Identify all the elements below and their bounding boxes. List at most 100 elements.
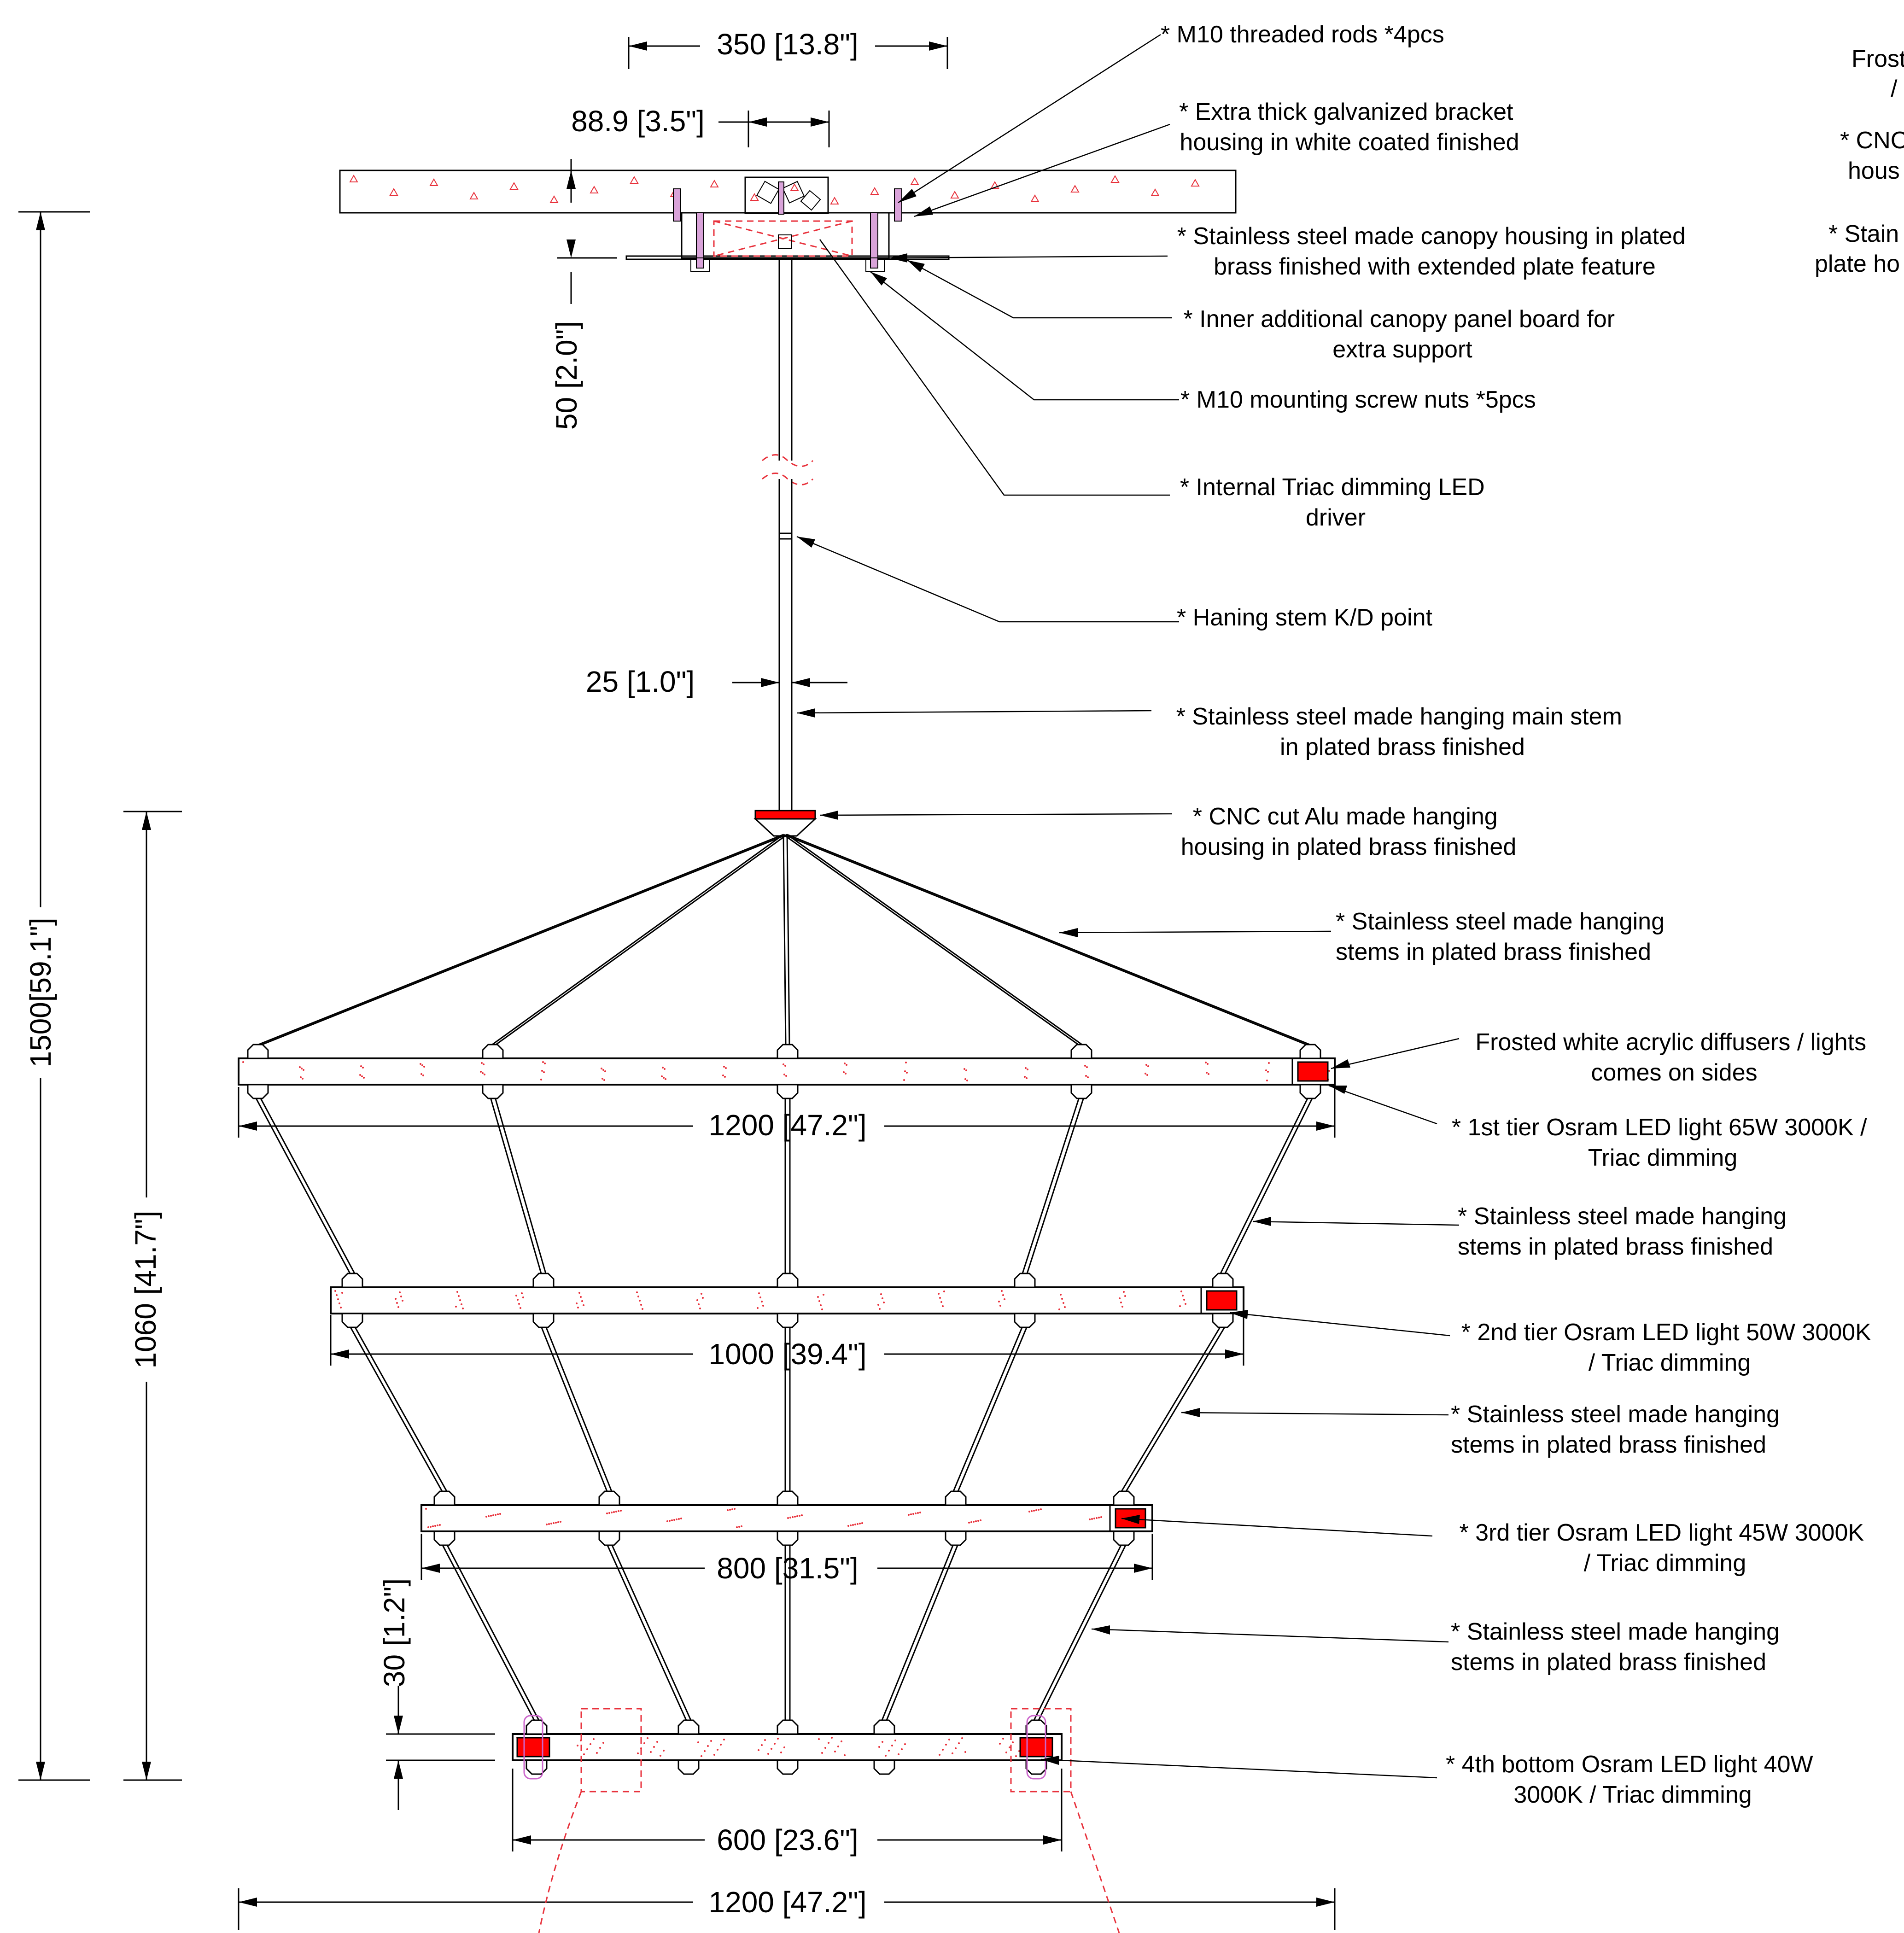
svg-text:Frost: Frost — [1851, 46, 1904, 72]
hanging-stem — [783, 834, 787, 1046]
hanging-stem — [952, 1326, 1023, 1492]
tier-node — [482, 1044, 504, 1059]
tier-node — [1014, 1273, 1036, 1288]
tier-node — [677, 1719, 700, 1735]
dim-stem-diameter: 25 [1.0"] — [586, 665, 695, 698]
note-hanging-stems-2: * Stainless steel made hanging stems in … — [1451, 1401, 1786, 1458]
callout-notes: * M10 threaded rods *4pcs * Extra thick … — [1161, 21, 1878, 1808]
svg-text:* CNC: * CNC — [1840, 127, 1904, 154]
detail-markers — [538, 1708, 1120, 1933]
dim-tier2-width: 1000 [39.4"] — [709, 1337, 867, 1371]
tier-node — [1070, 1044, 1092, 1059]
fixture-structure — [238, 834, 1336, 1793]
tier-diffuser-ring — [238, 1057, 1336, 1086]
hanging-stem — [881, 1544, 954, 1721]
tier-node — [247, 1044, 269, 1059]
slab-speck — [870, 187, 879, 195]
tier-node — [1113, 1490, 1135, 1506]
note-main-stem: * Stainless steel made hanging main stem… — [1176, 703, 1629, 760]
tier-node — [433, 1490, 456, 1506]
note-canopy-housing: * Stainless steel made canopy housing in… — [1177, 223, 1693, 280]
hanging-stem — [1121, 1326, 1221, 1492]
tier-node — [777, 1044, 799, 1059]
hanging-stem — [441, 1544, 535, 1721]
hanging-stem — [255, 1097, 351, 1274]
detail-marker — [1010, 1708, 1072, 1793]
hanging-stem — [491, 834, 784, 1046]
slab-speck — [429, 178, 438, 186]
tier-node — [1212, 1273, 1234, 1288]
svg-text:/: / — [1891, 76, 1898, 102]
dim-bracket-width: 88.9 [3.5"] — [571, 105, 705, 138]
dim-canopy-width: 350 [13.8"] — [717, 28, 858, 61]
hanging-stem — [606, 1544, 687, 1721]
note-hanging-stems-3: * Stainless steel made hanging stems in … — [1451, 1618, 1786, 1676]
canopy-housing — [681, 212, 890, 259]
note-cnc-housing: * CNC cut Alu made hanging housing in pl… — [1181, 803, 1516, 860]
note-hanging-stems-1: * Stainless steel made hanging stems in … — [1458, 1203, 1793, 1260]
tier-node — [1025, 1719, 1047, 1735]
slab-speck — [389, 187, 398, 196]
dim-fixture-height: 1060 [41.7"] — [129, 1211, 162, 1369]
slab-speck — [710, 179, 719, 187]
note-hanging-stems-top: * Stainless steel made hanging stems in … — [1336, 908, 1671, 965]
led-module — [516, 1737, 550, 1758]
note-tier3-led: * 3rd tier Osram LED light 45W 3000K / T… — [1459, 1519, 1870, 1577]
slab-speck — [1110, 175, 1120, 183]
led-module — [1297, 1061, 1329, 1082]
tier-node — [945, 1490, 967, 1506]
led-driver-box — [713, 220, 853, 257]
clipped-right-notes: Frost / * CNC hous * Stain plate ho — [1815, 46, 1904, 277]
callout-leaders — [796, 34, 1460, 1779]
led-module — [1019, 1737, 1053, 1758]
tier-diffuser-ring — [330, 1286, 1244, 1314]
dimension-lines — [18, 37, 1336, 1930]
dim-tier3-width: 800 [31.5"] — [717, 1552, 858, 1585]
slab-speck — [750, 193, 759, 201]
slab-speck — [509, 181, 519, 190]
hanging-stem — [1220, 1097, 1309, 1274]
hanging-stem — [1022, 1097, 1080, 1274]
slab-speck — [1030, 194, 1040, 202]
svg-text:plate ho: plate ho — [1815, 251, 1900, 277]
slab-speck — [630, 175, 639, 184]
slab-speck — [790, 183, 799, 191]
note-kd-point: * Haning stem K/D point — [1177, 604, 1432, 631]
slab-speck — [1191, 178, 1200, 187]
slab-speck — [910, 177, 919, 185]
cnc-hub — [753, 810, 817, 837]
note-mounting-nuts: * M10 mounting screw nuts *5pcs — [1180, 386, 1536, 413]
tier-node — [777, 1719, 799, 1735]
hanging-stem — [783, 834, 1080, 1046]
hanging-stem — [490, 1097, 542, 1274]
main-stem — [762, 259, 814, 811]
slab-speck — [990, 181, 999, 189]
slab-speck — [590, 185, 599, 193]
dimension-labels: 350 [13.8"] 88.9 [3.5"] 50 [2.0"] 25 [1.… — [24, 28, 867, 1919]
hanging-stem — [349, 1326, 443, 1492]
dim-overall-height: 1500[59.1"] — [24, 917, 57, 1067]
dim-overall-width: 1200 [47.2"] — [709, 1886, 867, 1919]
tier-diffuser-ring — [512, 1733, 1063, 1761]
dim-canopy-height: 50 [2.0"] — [550, 321, 583, 430]
svg-text:hous: hous — [1848, 158, 1900, 184]
note-threaded-rods: * M10 threaded rods *4pcs — [1161, 21, 1444, 48]
note-bracket-housing: * Extra thick galvanized bracket housing… — [1179, 99, 1520, 156]
svg-text:* Stain: * Stain — [1828, 221, 1899, 247]
tier-node — [777, 1490, 799, 1506]
slab-speck — [349, 174, 358, 182]
dim-tier4-width: 600 [23.6"] — [717, 1823, 858, 1857]
slab-speck — [549, 195, 559, 203]
dimension-arrowheads — [36, 41, 1335, 1907]
note-tier4-led: * 4th bottom Osram LED light 40W 3000K /… — [1446, 1751, 1820, 1808]
tier-node — [341, 1273, 363, 1288]
slab-speck — [1151, 188, 1160, 196]
tier-node — [532, 1273, 555, 1288]
slab-speck — [1070, 184, 1080, 193]
hanging-stem — [540, 1326, 608, 1492]
tier-node — [873, 1719, 895, 1735]
hanging-stem — [256, 834, 784, 1046]
note-diffusers: Frosted white acrylic diffusers / lights… — [1475, 1029, 1873, 1086]
note-tier2-led: * 2nd tier Osram LED light 50W 3000K / T… — [1461, 1319, 1878, 1376]
